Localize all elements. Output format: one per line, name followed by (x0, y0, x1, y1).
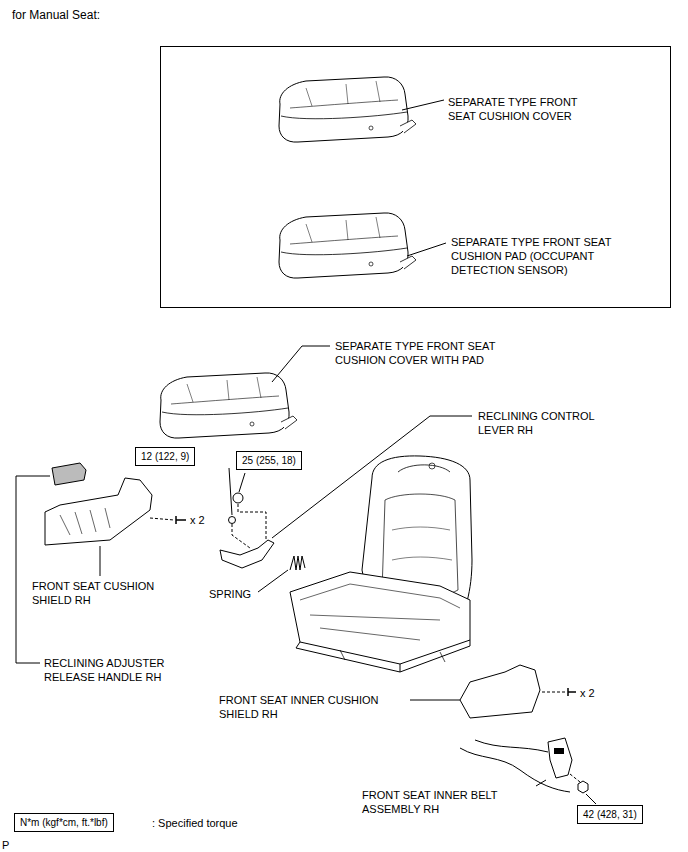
torque-value: N*m (kgf*cm, ft.*lbf) (20, 817, 108, 828)
part-name: SPRING (209, 587, 251, 601)
part-name: FRONT SEAT INNER CUSHION SHIELD RH (219, 693, 419, 721)
torque-box: 42 (428, 31) (577, 805, 643, 824)
legend-box: N*m (kgf*cm, ft.*lbf) (14, 813, 114, 832)
part-name: SEPARATE TYPE FRONT SEAT CUSHION COVER (448, 95, 608, 123)
page-mark: P (2, 838, 9, 852)
torque-value: 12 (122, 9) (141, 451, 189, 462)
quantity: x 2 (580, 686, 595, 700)
part-name: SEPARATE TYPE FRONT SEAT CUSHION PAD (OC… (451, 235, 646, 277)
part-name: FRONT SEAT CUSHION SHIELD RH (32, 579, 172, 607)
legend-text: : Specified torque (152, 816, 238, 830)
torque-box: 25 (255, 18) (236, 451, 302, 470)
part-name: SEPARATE TYPE FRONT SEAT CUSHION COVER W… (335, 339, 525, 367)
diagram-title: for Manual Seat: (12, 8, 100, 23)
inset-panel: SEPARATE TYPE FRONT SEAT CUSHION COVER SE… (160, 46, 671, 308)
torque-value: 42 (428, 31) (583, 809, 637, 820)
part-name: RECLINING ADJUSTER RELEASE HANDLE RH (44, 656, 194, 684)
torque-box: 12 (122, 9) (135, 447, 195, 466)
part-name: RECLINING CONTROL LEVER RH (478, 409, 623, 437)
torque-value: 25 (255, 18) (242, 455, 296, 466)
quantity: x 2 (190, 513, 205, 527)
part-name: FRONT SEAT INNER BELT ASSEMBLY RH (362, 788, 542, 816)
